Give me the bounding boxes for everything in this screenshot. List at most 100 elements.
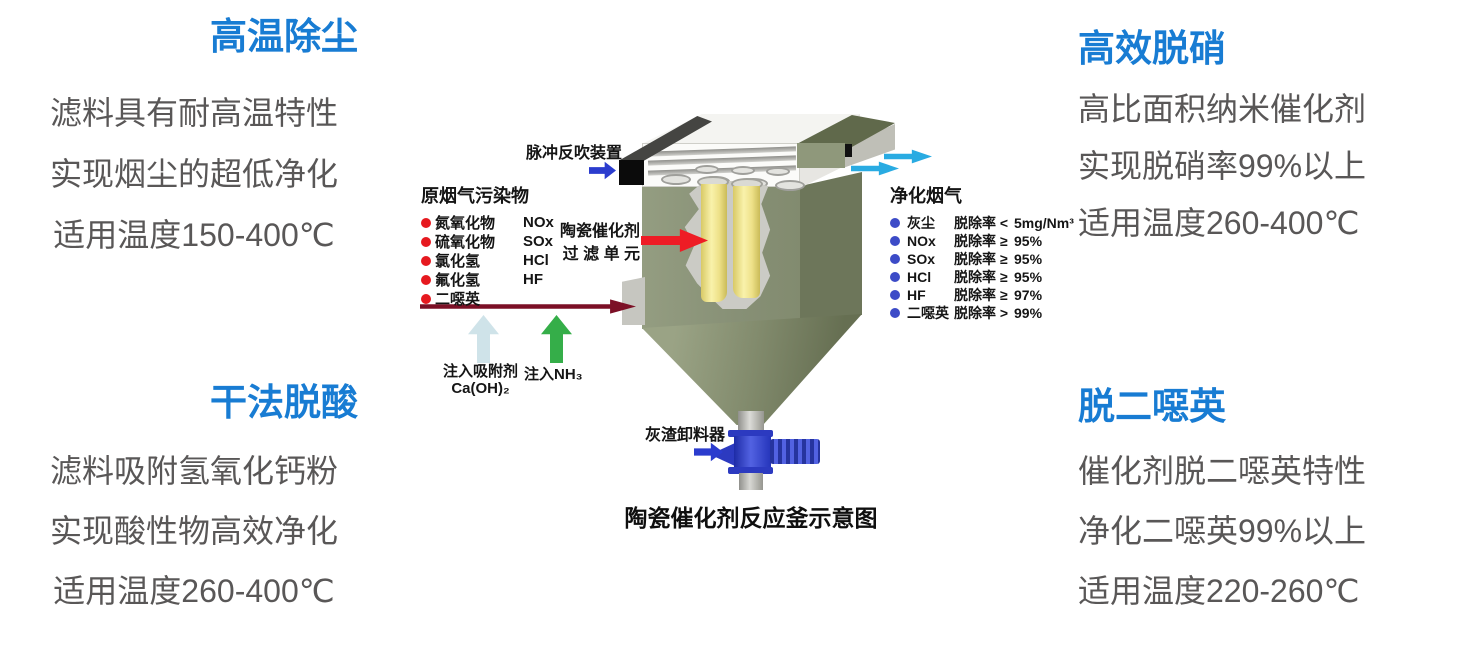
tubesheet-hole	[695, 165, 719, 174]
removal-rate-label: 脱除率	[954, 269, 996, 285]
relation-symbol: ≥	[999, 251, 1008, 267]
pollutant-formula: NOx	[523, 214, 554, 231]
species-name: HF	[907, 287, 926, 303]
feature-block-high-temp-dedusting: 高温除尘 滤料具有耐高温特性 实现烟尘的超低净化 适用温度150-400℃	[30, 16, 358, 266]
blue-bullet-icon	[890, 308, 900, 318]
sorbent-injection-label: 注入吸附剂	[443, 363, 519, 380]
removal-rate-value: 95%	[1014, 233, 1043, 249]
relation-symbol: >	[999, 305, 1009, 321]
red-bullet-icon	[421, 255, 431, 266]
relation-symbol: ≥	[999, 287, 1008, 303]
filter-unit-label-line2: 过 滤 单 元	[562, 246, 641, 263]
feature-title: 干法脱酸	[210, 382, 358, 423]
valve-motor	[770, 439, 820, 464]
removal-rate-value: 5mg/Nm³	[1014, 215, 1074, 231]
feature-title: 高温除尘	[210, 16, 358, 57]
feature-block-denitrification: 高效脱硝 高比面积纳米催化剂 实现脱硝率99%以上 适用温度260-400℃	[1078, 28, 1418, 252]
feature-line: 滤料具有耐高温特性	[49, 94, 338, 131]
species-name: HCl	[907, 269, 932, 285]
pulse-device-label: 脉冲反吹装置	[526, 145, 623, 162]
removal-rate-label: 脱除率	[954, 251, 996, 267]
feature-block-dry-deacidification: 干法脱酸 滤料吸附氢氧化钙粉 实现酸性物高效净化 适用温度260-400℃	[30, 382, 358, 621]
red-bullet-icon	[421, 217, 431, 228]
filter-tube	[733, 186, 760, 298]
raw-gas-panel: 原烟气污染物 氮氧化物 NOx 硫氧化物 SOx 氯化氢 HCl 氟化氢 HF …	[421, 182, 554, 308]
pollutant-name: 氟化氢	[435, 272, 481, 289]
outlet-duct-slot	[845, 144, 852, 157]
raw-gas-item: 氯化氢 HCl	[421, 251, 554, 270]
feature-line: 净化二噁英99%以上	[1078, 512, 1367, 549]
pollutant-name: 氯化氢	[435, 253, 481, 270]
raw-gas-item: 氮氧化物 NOx	[421, 213, 554, 232]
raw-gas-heading: 原烟气污染物	[421, 186, 529, 206]
feature-line: 高比面积纳米催化剂	[1078, 90, 1367, 127]
ash-discharger-arrow-icon	[694, 442, 723, 462]
species-name: SOx	[907, 251, 936, 267]
feature-line: 实现脱硝率99%以上	[1078, 147, 1367, 184]
diagram-caption: 陶瓷催化剂反应釜示意图	[624, 505, 878, 531]
pollutant-name: 硫氧化物	[435, 234, 496, 251]
gas-inlet-stub	[622, 277, 645, 325]
tubesheet-hole	[731, 166, 755, 175]
feature-line: 实现酸性物高效净化	[49, 512, 338, 549]
clean-gas-row: NOx 脱除率 ≥ 95%	[890, 233, 1074, 249]
sorbent-formula-label: Ca(OH)₂	[451, 380, 510, 397]
valve-body	[734, 436, 771, 470]
removal-rate-label: 脱除率	[954, 215, 996, 231]
feature-line: 实现烟尘的超低净化	[49, 155, 338, 192]
relation-symbol: <	[999, 215, 1009, 231]
blue-bullet-icon	[890, 272, 900, 282]
clean-gas-heading: 净化烟气	[890, 186, 962, 206]
feature-line: 适用温度150-400℃	[53, 216, 335, 253]
removal-rate-value: 99%	[1014, 305, 1043, 321]
red-bullet-icon	[421, 274, 431, 285]
removal-rate-label: 脱除率	[954, 305, 996, 321]
clean-gas-row: 灰尘 脱除率 < 5mg/Nm³	[890, 215, 1074, 231]
feature-line: 适用温度260-400℃	[53, 572, 335, 609]
filter-unit-label-line1: 陶瓷催化剂	[560, 223, 641, 240]
pollutant-formula: SOx	[523, 233, 554, 250]
relation-symbol: ≥	[999, 269, 1008, 285]
vessel-right-face	[800, 172, 862, 329]
pollutant-name: 氮氧化物	[435, 215, 496, 232]
species-name: 灰尘	[907, 215, 935, 231]
removal-rate-value: 95%	[1014, 269, 1043, 285]
removal-rate-label: 脱除率	[954, 287, 996, 303]
pollutant-formula: HCl	[523, 252, 549, 269]
pollutant-name: 二噁英	[435, 291, 481, 308]
raw-gas-item: 二噁英	[421, 289, 554, 308]
feature-title: 脱二噁英	[1078, 386, 1226, 427]
raw-gas-item: 氟化氢 HF	[421, 270, 554, 289]
blue-bullet-icon	[890, 236, 900, 246]
outlet-duct-front	[797, 143, 845, 168]
clean-gas-arrow-icon	[884, 149, 932, 164]
species-name: 二噁英	[907, 305, 949, 321]
ammonia-injection-arrow-icon	[541, 315, 572, 363]
removal-rate-value: 95%	[1014, 251, 1043, 267]
clean-gas-row: SOx 脱除率 ≥ 95%	[890, 251, 1074, 267]
vessel-hopper	[642, 314, 862, 425]
raw-gas-item: 硫氧化物 SOx	[421, 232, 554, 251]
valve-flange-top	[728, 430, 773, 437]
relation-symbol: ≥	[999, 233, 1008, 249]
valve-flange-bottom	[728, 467, 773, 474]
pollutant-formula: HF	[523, 271, 543, 288]
feature-title: 高效脱硝	[1078, 28, 1226, 69]
ash-discharger-label: 灰渣卸料器	[645, 427, 726, 444]
blue-bullet-icon	[890, 218, 900, 228]
pulse-air-arrow-icon	[589, 161, 616, 180]
pulse-device-box	[619, 160, 644, 185]
removal-rate-label: 脱除率	[954, 233, 996, 249]
red-bullet-icon	[421, 293, 431, 304]
blue-bullet-icon	[890, 290, 900, 300]
tubesheet-hole	[661, 174, 691, 185]
blue-bullet-icon	[890, 254, 900, 264]
clean-gas-row: HF 脱除率 ≥ 97%	[890, 287, 1074, 303]
ammonia-injection-label: 注入NH₃	[524, 366, 583, 383]
clean-gas-panel: 净化烟气 灰尘 脱除率 < 5mg/Nm³ NOx 脱除率 ≥ 95% SOx …	[890, 182, 1074, 324]
feature-line: 适用温度260-400℃	[1078, 204, 1360, 241]
tubesheet-hole	[766, 167, 790, 176]
clean-gas-row: HCl 脱除率 ≥ 95%	[890, 269, 1074, 285]
removal-rate-value: 97%	[1014, 287, 1043, 303]
